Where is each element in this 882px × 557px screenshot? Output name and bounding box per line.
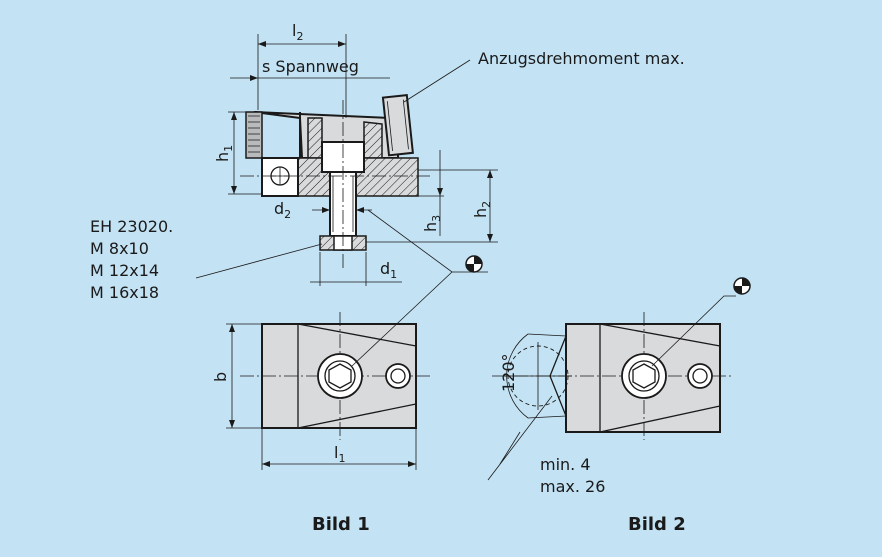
screw-row-3: M 16x18 [90,283,159,302]
label-torque: Anzugsdrehmoment max. [478,49,685,68]
knurl-face [245,111,263,159]
label-l1: l1 [334,443,345,465]
screw-row-1: M 8x10 [90,239,149,258]
label-b: b [211,372,230,382]
screw-row-2: M 12x14 [90,261,159,280]
top-view-1 [226,271,453,470]
label-h1: h1 [213,145,235,162]
screw-ref: EH 23020. [90,217,173,236]
label-stroke: s Spannweg [262,57,359,76]
set-screw [381,94,414,157]
label-max: max. 26 [540,477,605,496]
caption-fig2: Bild 2 [628,514,686,535]
label-l2: l2 [292,21,303,43]
label-d1: d1 [380,259,397,281]
caption-fig1: Bild 1 [312,514,370,535]
centering-symbol-2 [733,277,751,295]
top-view-2 [487,295,736,481]
screw-shank [329,171,357,237]
side-view [195,34,498,286]
label-min: min. 4 [540,455,591,474]
section-left-upper [307,117,323,159]
label-angle: 120° [499,353,518,392]
label-h3: h3 [421,215,443,232]
section-right-upper [363,121,383,159]
label-h2: h2 [471,201,493,218]
label-d2: d2 [274,199,291,221]
centering-symbol-1 [465,255,483,273]
